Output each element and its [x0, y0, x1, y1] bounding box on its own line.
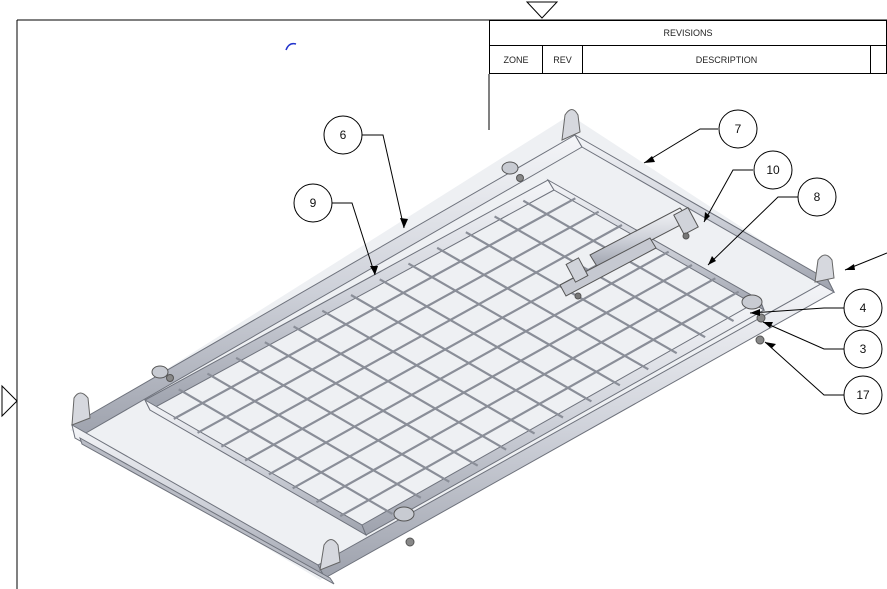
- mesh-wire: [197, 210, 600, 434]
- balloon-circle: [718, 109, 758, 149]
- balloon-circle: [843, 329, 883, 369]
- leader-arrowheads: [370, 156, 855, 348]
- balloon-label: 6: [340, 128, 347, 142]
- left-center-mark: [1, 384, 18, 418]
- balloon-circle: [797, 177, 837, 217]
- zone-column-header: ZONE: [490, 46, 543, 73]
- mesh-wire: [178, 388, 393, 515]
- mesh-wire: [220, 224, 623, 448]
- balloon-circle: [753, 150, 793, 190]
- mesh-wire: [235, 356, 450, 483]
- rollers: [151, 161, 766, 547]
- balloon-label: 10: [766, 163, 780, 177]
- sheet-border: [16, 19, 887, 589]
- balloon-label: 4: [860, 301, 867, 315]
- balloon-label: 8: [814, 190, 821, 204]
- sketch-mark: [285, 42, 297, 51]
- mesh-wire: [173, 197, 576, 420]
- rev-column-header: REV: [543, 46, 583, 73]
- balloon-circle: [843, 375, 883, 415]
- mesh-wire: [379, 278, 592, 403]
- balloon-callouts: 6 7 10 9 8 4 3 17: [293, 109, 883, 415]
- outer-frame: [71, 133, 836, 585]
- mesh-wire: [206, 372, 422, 499]
- mesh-wire: [315, 277, 716, 504]
- balloon-circle: [323, 115, 363, 155]
- balloon-label: 9: [310, 196, 317, 210]
- mounting-tabs: [71, 109, 835, 571]
- balloon-label: 7: [735, 122, 742, 136]
- balloon-label: 3: [860, 342, 867, 356]
- mesh-wire: [407, 262, 621, 387]
- mesh-wire: [268, 250, 670, 476]
- description-column-header: DESCRIPTION: [583, 46, 871, 73]
- mesh-wire: [321, 309, 536, 435]
- mesh-wire: [350, 294, 564, 419]
- mesh-wire: [293, 325, 507, 451]
- balloon-circle: [293, 183, 333, 223]
- actuator: [559, 206, 699, 300]
- mesh-wire: [436, 246, 649, 371]
- mesh-wire: [339, 290, 740, 518]
- mesh-wire: [292, 264, 693, 490]
- wire-mesh: [173, 197, 740, 518]
- mesh-wire: [264, 341, 479, 467]
- balloon-label: 17: [856, 388, 870, 402]
- top-center-mark: [525, 1, 559, 19]
- balloon-circle: [843, 288, 883, 328]
